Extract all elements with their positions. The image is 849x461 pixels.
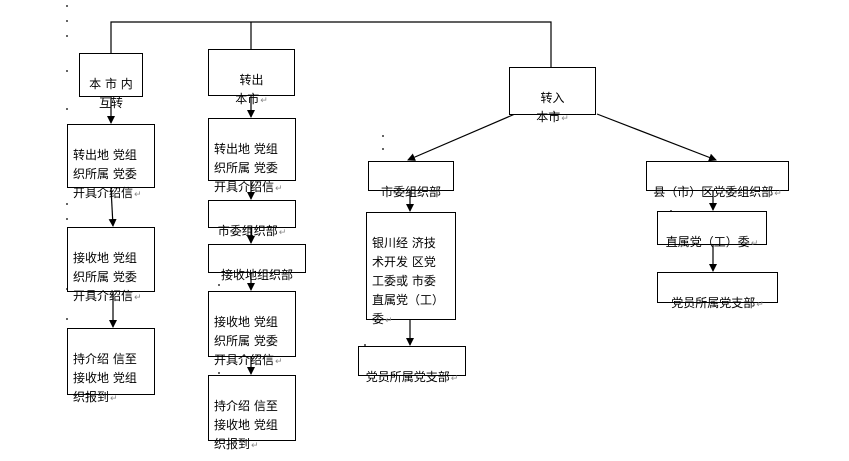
edge-n11-n15: [596, 113, 717, 162]
margin-tick: [66, 5, 68, 7]
node-text: 直属党（工）委: [665, 235, 750, 249]
return-mark: ↵: [275, 184, 283, 194]
node-party-branch: 党员所属党支部↵: [358, 346, 466, 384]
node-text: 持介绍 信至 接收地 党组 织报到: [73, 352, 137, 404]
node-text: 县（市）区党委组织部: [653, 185, 774, 199]
return-mark: ↵: [756, 300, 764, 310]
node-text: 银川经 济技 术开发 区党 工委或 市委 直属党（工） 委: [372, 236, 445, 326]
node-development-zone-committee: 银川经 济技 术开发 区党 工委或 市委 直属党（工） 委↵: [366, 212, 456, 326]
margin-tick: [66, 20, 68, 22]
node-transfer-in-city: 转入 本市↵: [509, 67, 596, 124]
margin-tick: [382, 148, 384, 150]
margin-tick: [66, 203, 68, 205]
node-county-org-dept: 县（市）区党委组织部↵: [646, 161, 789, 199]
margin-tick: [364, 344, 366, 346]
node-text: 转出 本市: [235, 73, 264, 106]
return-mark: ↵: [260, 96, 268, 106]
margin-tick: [382, 135, 384, 137]
return-mark: ↵: [385, 316, 393, 326]
node-text: 转出地 党组 织所属 党委 开具介绍信: [73, 148, 137, 200]
node-text: 接收地组织部: [220, 268, 293, 282]
margin-tick: [218, 284, 220, 286]
margin-tick: [218, 372, 220, 374]
node-text: 持介绍 信至 接收地 党组 织报到: [214, 399, 278, 451]
return-mark: ↵: [774, 189, 782, 199]
return-mark: ↵: [251, 441, 259, 451]
node-report-with-letter: 持介绍 信至 接收地 党组 织报到↵: [67, 328, 155, 404]
return-mark: ↵: [450, 374, 459, 384]
margin-tick: [66, 108, 68, 110]
node-text: 本 市 内 互转: [89, 77, 133, 110]
node-intra-city-transfer: 本 市 内 互转: [79, 53, 143, 110]
return-mark: ↵: [134, 190, 142, 200]
return-mark: ↵: [278, 228, 287, 238]
node-report-with-letter-2: 持介绍 信至 接收地 党组 织报到↵: [208, 375, 296, 451]
node-city-org-dept: 市委组织部↵: [208, 200, 296, 238]
node-party-branch-2: 党员所属党支部↵: [657, 272, 778, 310]
node-text: 市委组织部: [217, 224, 278, 238]
return-mark: ↵: [750, 239, 759, 249]
margin-tick: [66, 70, 68, 72]
edge-n2-n3: [108, 187, 117, 227]
margin-tick: [66, 35, 68, 37]
node-receiving-party-letter: 接收地 党组 织所属 党委 开具介绍信↵: [67, 227, 155, 303]
node-text: 市委组织部: [380, 185, 441, 199]
top-bus-line: [110, 21, 552, 67]
node-text: 接收地 党组 织所属 党委 开具介绍信: [73, 251, 137, 303]
return-mark: ↵: [561, 114, 569, 124]
node-city-org-dept-2: 市委组织部: [368, 161, 454, 199]
return-mark: ↵: [275, 357, 283, 367]
node-text: 接收地 党组 织所属 党委 开具介绍信: [214, 315, 278, 367]
node-text: 党员所属党支部: [365, 370, 450, 384]
node-origin-party-letter-2: 转出地 党组 织所属 党委 开具介绍信↵: [208, 118, 296, 194]
margin-tick: [66, 218, 68, 220]
node-receiving-org-dept: 接收地组织部: [208, 244, 306, 282]
node-text: 转出地 党组 织所属 党委 开具介绍信: [214, 142, 278, 194]
return-mark: ↵: [134, 293, 142, 303]
node-origin-party-letter: 转出地 党组 织所属 党委 开具介绍信↵: [67, 124, 155, 200]
node-text: 转入 本市: [536, 91, 565, 124]
node-transfer-out-city: 转出 本市↵: [208, 49, 295, 106]
node-receiving-party-letter-2: 接收地 党组 织所属 党委 开具介绍信↵: [208, 291, 296, 367]
node-directly-affiliated-committee: 直属党（工）委↵: [657, 211, 767, 249]
node-text: 党员所属党支部: [671, 296, 756, 310]
return-mark: ↵: [110, 394, 118, 404]
edge-n11-n12: [407, 113, 516, 161]
margin-tick: [66, 318, 68, 320]
